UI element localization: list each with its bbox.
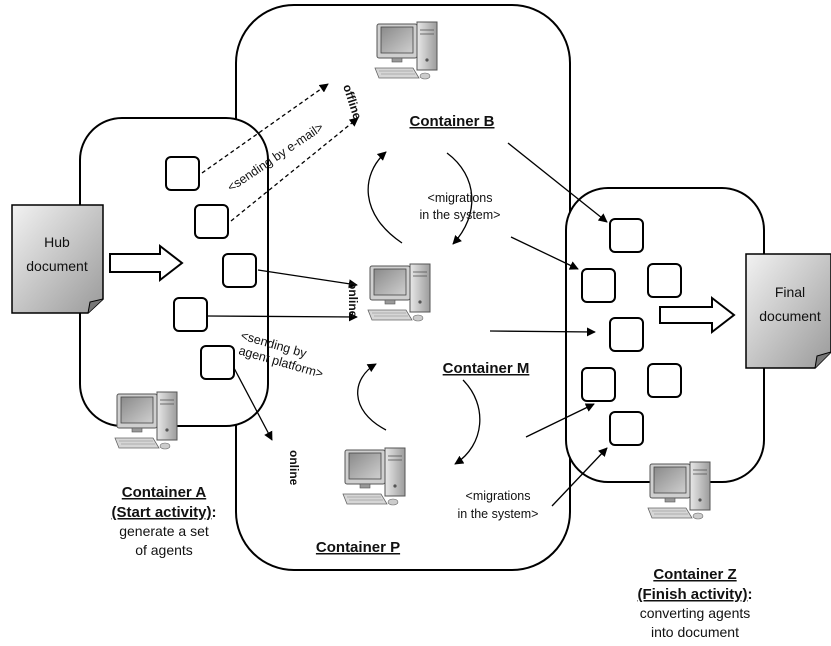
container-z-desc-line-2: into document (651, 624, 739, 640)
container-z-boundary (565, 187, 765, 483)
container-a-agents (165, 156, 257, 380)
email-arrows (201, 83, 359, 222)
agent-box (609, 218, 644, 253)
container-m-computer-icon (367, 263, 431, 322)
final-document: Final document (745, 253, 831, 369)
agent-box (581, 268, 616, 303)
hub-document-line-2: document (26, 258, 88, 274)
agent-box (200, 345, 235, 380)
container-a-subtitle: (Start activity): (111, 504, 216, 521)
online-label-m: online (346, 282, 360, 318)
container-a-caption: Container A (Start activity): generate a… (111, 484, 216, 558)
document-icon (745, 253, 831, 369)
container-p-title: Container P (316, 539, 400, 556)
container-p-computer-icon (342, 447, 406, 506)
container-a-desc-line-1: generate a set (119, 523, 209, 539)
hub-document: Hub document (11, 204, 104, 314)
container-z-desc-line-1: converting agents (640, 605, 751, 621)
container-a-desc-line-2: of agents (135, 542, 193, 558)
output-hollow-arrow (659, 295, 736, 335)
agent-box (194, 204, 229, 239)
platform-arrows (207, 269, 358, 441)
migration-arrows (357, 151, 481, 465)
migrations-label-b-line-1: <migrations (428, 191, 493, 205)
agent-box (173, 297, 208, 332)
agent-box (165, 156, 200, 191)
agent-box (609, 317, 644, 352)
container-z-title: Container Z (653, 566, 736, 583)
agent-box (647, 363, 682, 398)
container-a-title: Container A (122, 484, 207, 501)
agent-box (222, 253, 257, 288)
agent-box (647, 263, 682, 298)
container-b-computer-icon (374, 21, 438, 80)
agent-box (581, 367, 616, 402)
input-hollow-arrow (109, 243, 184, 283)
online-label-p: online (287, 450, 301, 486)
hub-document-line-1: Hub (44, 234, 70, 250)
container-z-computer-icon (647, 461, 711, 520)
agent-box (609, 411, 644, 446)
container-z-subtitle: (Finish activity): (637, 586, 752, 603)
migrations-label-b-line-2: in the system> (420, 208, 501, 222)
final-document-line-2: document (759, 308, 821, 324)
container-z-caption: Container Z (Finish activity): convertin… (637, 566, 752, 640)
document-icon (11, 204, 104, 314)
final-document-line-1: Final (775, 284, 805, 300)
arrows-into-container-z (489, 142, 608, 507)
container-a-computer-icon (114, 391, 178, 450)
container-b-title: Container B (409, 113, 494, 130)
offline-label: offline (340, 83, 365, 122)
container-z-agents (581, 218, 682, 446)
migrations-label-p-line-1: <migrations (466, 489, 531, 503)
container-m-title: Container M (443, 360, 530, 377)
migrations-label-p-line-2: in the system> (458, 507, 539, 521)
